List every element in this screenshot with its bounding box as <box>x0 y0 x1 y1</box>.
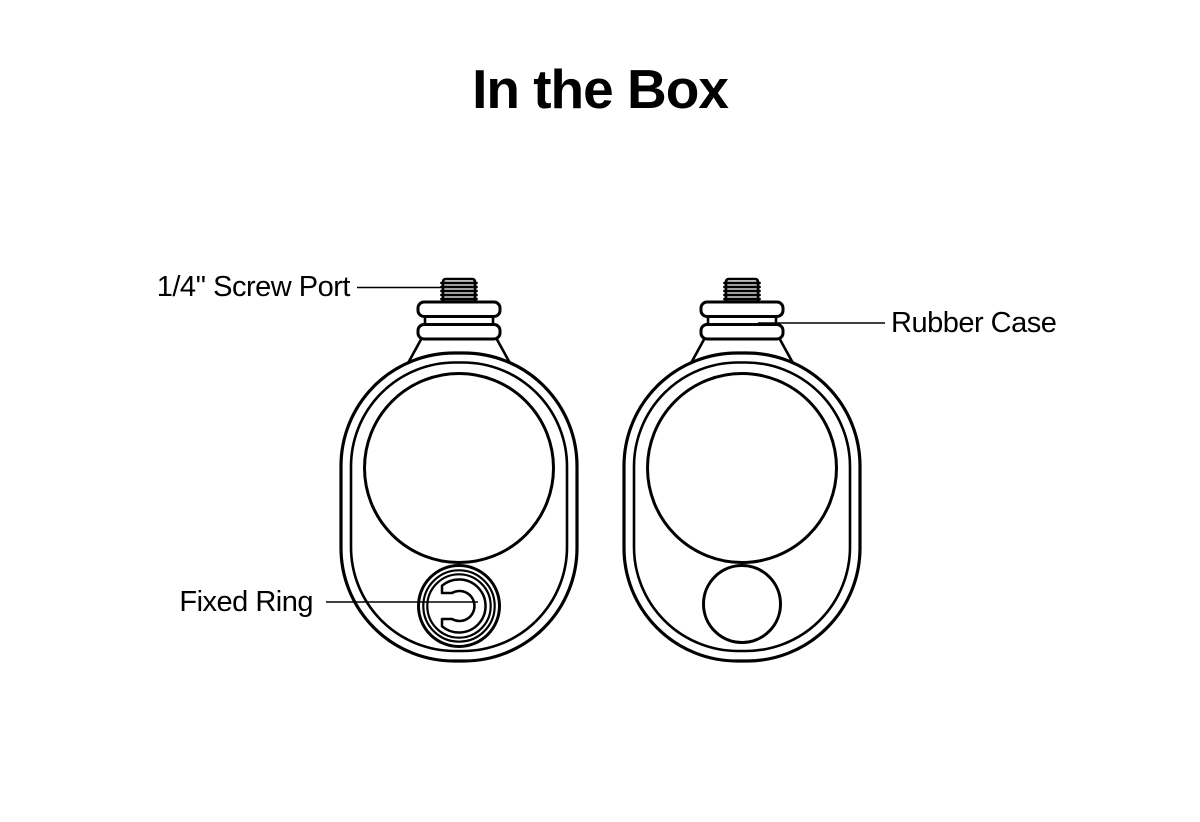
screw-port-label: 1/4'' Screw Port <box>156 271 351 303</box>
bottom-hole-drawing <box>702 564 782 644</box>
fixed-ring-label: Fixed Ring <box>179 586 313 618</box>
leader-lines <box>326 286 885 603</box>
page-title: In the Box <box>472 58 729 120</box>
right-device-drawing <box>622 277 862 663</box>
fixed-ring-drawing <box>417 564 501 648</box>
left-device-drawing <box>339 277 579 663</box>
rubber-case-label: Rubber Case <box>891 307 1057 339</box>
